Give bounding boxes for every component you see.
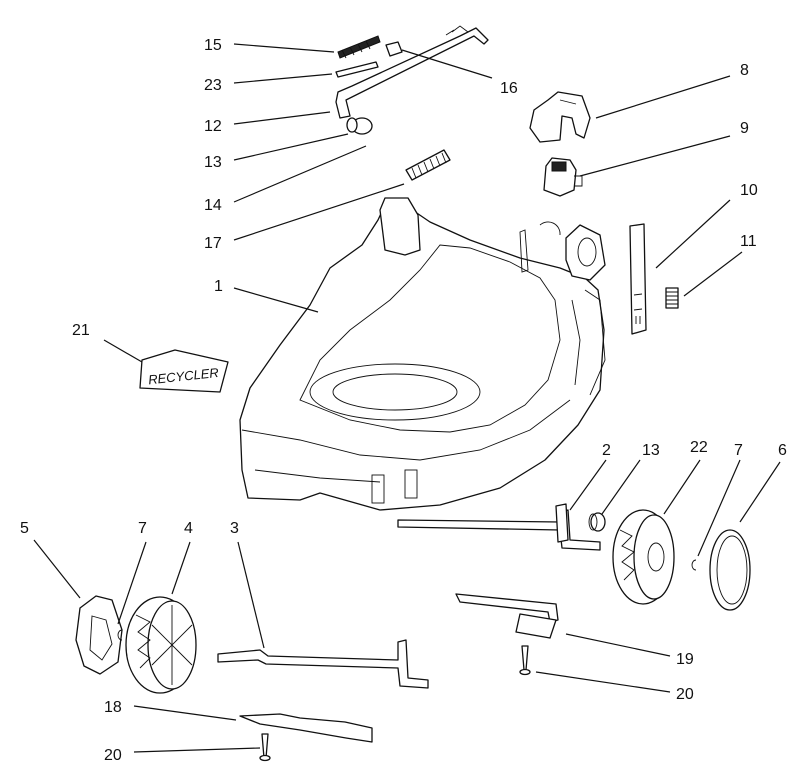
label-18: 18 [104, 699, 122, 716]
label-9: 9 [740, 120, 749, 137]
label-10: 10 [740, 182, 758, 199]
part-13-bushing-right [588, 512, 606, 532]
leader-lines [33, 43, 781, 753]
part-10-lever [629, 223, 647, 335]
label-5: 5 [20, 520, 29, 537]
part-2-rear-axle [397, 503, 601, 551]
part-16-clip [385, 41, 403, 57]
label-22: 22 [690, 439, 708, 456]
part-7-clip-left [117, 629, 123, 641]
label-7a: 7 [734, 442, 743, 459]
part-12-rod [335, 25, 489, 119]
label-11: 11 [740, 233, 757, 250]
part-9-switch [543, 157, 583, 197]
label-19: 19 [676, 651, 694, 668]
part-22-rear-wheel [612, 509, 675, 605]
label-14: 14 [204, 197, 222, 214]
part-7-clip-right [691, 559, 697, 571]
part-23-strip [335, 61, 379, 78]
label-6: 6 [778, 442, 787, 459]
part-20-screw-right [519, 645, 531, 676]
part-3-front-axle [217, 639, 429, 689]
part-20-screw-bottom [259, 733, 271, 762]
mower-deck [239, 197, 606, 511]
label-20a: 20 [676, 686, 694, 703]
label-2: 2 [602, 442, 611, 459]
part-15-brush-strip [337, 35, 381, 59]
part-11-spring [665, 287, 679, 309]
label-4: 4 [184, 520, 193, 537]
part-4-front-wheel [125, 596, 197, 694]
label-16: 16 [500, 80, 518, 97]
label-15: 15 [204, 37, 222, 54]
part-17-spring [405, 149, 451, 181]
part-18-blade [239, 713, 373, 743]
part-13-bushing-top [346, 117, 373, 135]
part-19-plate [455, 593, 559, 639]
label-20b: 20 [104, 747, 122, 764]
part-21-recycler-decal: RECYCLER [139, 349, 229, 393]
label-13a: 13 [204, 154, 222, 171]
label-21: 21 [72, 322, 90, 339]
label-8: 8 [740, 62, 749, 79]
label-23: 23 [204, 77, 222, 94]
part-5-hubcap [75, 595, 123, 675]
label-17: 17 [204, 235, 222, 252]
label-13b: 13 [642, 442, 660, 459]
part-8-cover [529, 91, 591, 143]
label-3: 3 [230, 520, 239, 537]
label-7b: 7 [138, 520, 147, 537]
label-1: 1 [214, 278, 223, 295]
callout-labels: 15 23 16 12 13 14 17 8 9 10 11 1 21 2 13… [20, 37, 787, 764]
label-12: 12 [204, 118, 222, 135]
decal-text: RECYCLER [147, 365, 219, 387]
part-6-hubcap [709, 529, 751, 611]
